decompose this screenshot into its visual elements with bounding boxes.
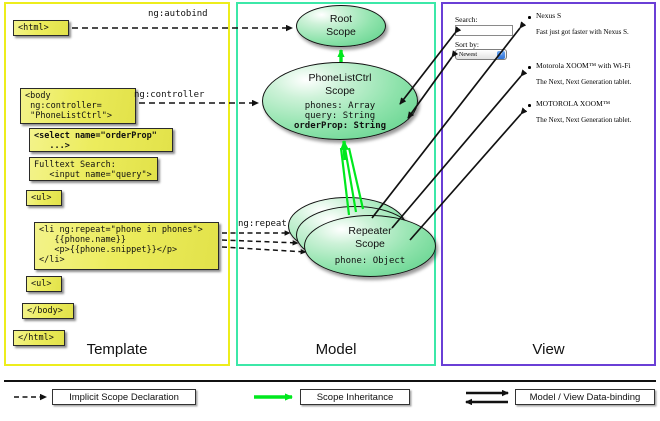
scope-ctrl-prop-query: query: String xyxy=(304,111,376,121)
scope-ctrl-prop-orderprop: orderProp: String xyxy=(293,121,387,131)
list-bullet xyxy=(528,66,531,69)
scope-ctrl-prop-phones: phones: Array xyxy=(304,101,376,111)
list-bullet xyxy=(528,16,531,19)
code-box-html-close: </html> xyxy=(13,330,65,346)
scope-ctrl-title-line1: PhoneListCtrl xyxy=(308,72,372,84)
scope-root-title-line2: Scope xyxy=(326,26,356,38)
panel-model-label: Model xyxy=(315,341,357,358)
scope-repeater-title-line2: Scope xyxy=(355,238,385,250)
panel-view-label: View xyxy=(532,341,565,358)
code-box-ul-open: <ul> xyxy=(26,190,62,206)
code-box-ul-close: <ul> xyxy=(26,276,62,292)
code-box-body-open: <body ng:controller= "PhoneListCtrl"> xyxy=(20,88,136,124)
code-box-html-open: <html> xyxy=(13,20,69,36)
phone-snippet: The Next, Next Generation tablet. xyxy=(536,116,632,124)
phone-name: MOTOROLA XOOM™ xyxy=(536,99,611,108)
phone-name: Nexus S xyxy=(536,11,562,20)
edge-label-autobind: ng:autobind xyxy=(148,9,208,19)
edge-label-controller: ng:controller xyxy=(134,90,205,100)
phone-name: Motorola XOOM™ with Wi-Fi xyxy=(536,61,631,70)
scope-root-title-line1: Root xyxy=(329,13,353,25)
scope-root: Root Scope xyxy=(296,5,386,47)
list-bullet xyxy=(528,104,531,107)
scope-phonelistctrl: PhoneListCtrl Scope phones: Array query:… xyxy=(262,62,418,140)
scope-repeater: Repeater Scope phone: Object xyxy=(304,215,436,277)
view-sort-label: Sort by: xyxy=(455,40,479,49)
scope-ctrl-title-line2: Scope xyxy=(325,85,355,97)
code-box-select-tag: <select name="orderProp" ...> xyxy=(29,128,173,152)
legend-item-scope-inheritance: Scope Inheritance xyxy=(300,389,410,405)
phone-snippet: The Next, Next Generation tablet. xyxy=(536,78,632,86)
legend-glyph-databinding xyxy=(465,389,509,406)
view-search-label: Search: xyxy=(455,15,478,24)
chevron-down-icon: ▾ xyxy=(497,51,505,59)
edge-label-repeat: ng:repeat xyxy=(238,219,287,229)
code-box-body-close: </body> xyxy=(22,303,74,319)
phone-snippet: Fast just got faster with Nexus S. xyxy=(536,28,629,36)
sort-by-select[interactable]: Newest ▾ xyxy=(455,49,507,60)
search-input[interactable] xyxy=(455,25,513,36)
code-box-li-repeat: <li ng:repeat="phone in phones"> {{phone… xyxy=(34,222,219,270)
legend-item-model-view-databinding: Model / View Data-binding xyxy=(515,389,655,405)
sort-by-selected-value: Newest xyxy=(459,52,477,58)
scope-repeater-title-line1: Repeater xyxy=(348,225,392,237)
scope-repeater-prop-phone: phone: Object xyxy=(334,256,406,266)
legend-item-implicit-scope-declaration: Implicit Scope Declaration xyxy=(52,389,196,405)
panel-model: Model xyxy=(236,2,436,366)
code-box-search-tag: Fulltext Search: <input name="query"> xyxy=(29,157,158,181)
panel-template-label: Template xyxy=(86,341,148,358)
legend-divider xyxy=(4,380,656,382)
